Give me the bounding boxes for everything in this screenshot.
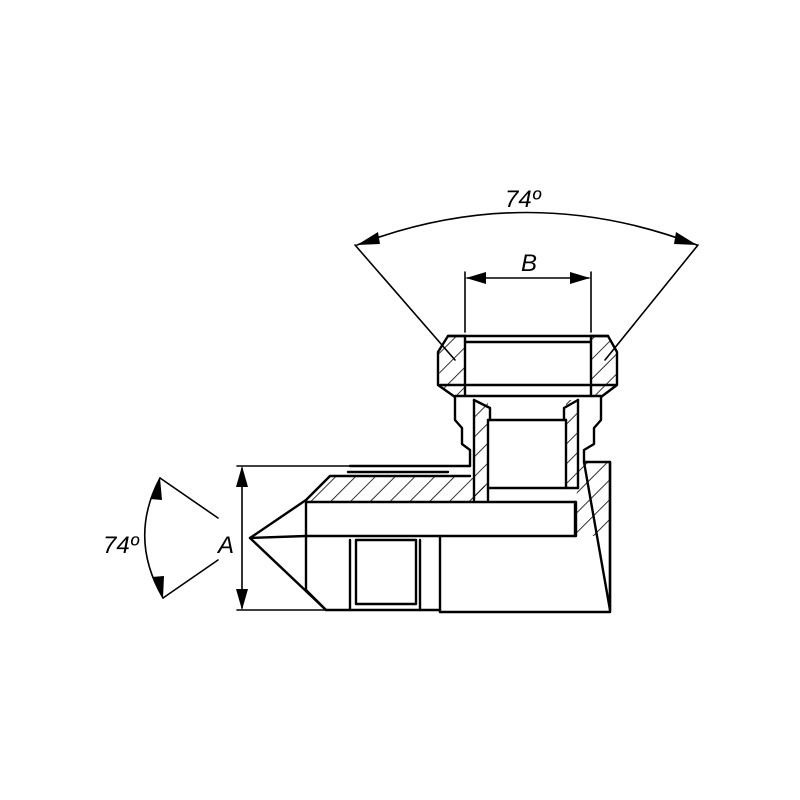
top-angle-arrow-right <box>674 232 697 245</box>
left-angle-arrow-top <box>150 478 162 500</box>
left-angle-extension-top <box>159 477 219 519</box>
left-angle-extension-bottom <box>162 559 219 599</box>
bore-label: B <box>521 250 537 277</box>
nut-hatch-right <box>591 336 617 396</box>
nut-hatch-left <box>438 336 465 396</box>
top-angle-label: 74º <box>505 186 542 213</box>
top-angle-extension-right <box>604 244 699 361</box>
male-thread-end <box>248 470 488 614</box>
diameter-dimension: A <box>216 465 351 611</box>
sleeve-cone-left <box>472 398 492 422</box>
elbow-body <box>304 460 612 614</box>
cone-upper <box>248 498 308 540</box>
sleeve-outer-right <box>582 395 603 464</box>
swivel-nut <box>436 334 619 399</box>
sleeve-outer-left <box>453 395 472 468</box>
top-angle-arc <box>356 211 698 246</box>
top-angle-dimension: 74º <box>354 186 699 361</box>
top-angle-extension-left <box>354 244 456 361</box>
thread-top-outline <box>304 474 472 502</box>
lower-thread-recess <box>354 538 418 606</box>
bore-dimension: B <box>464 250 592 333</box>
diameter-arrow-top <box>236 466 248 487</box>
left-angle-label: 74º <box>103 532 140 559</box>
lower-body-outline <box>304 534 442 612</box>
horizontal-bore <box>304 500 578 538</box>
thread-hatch-upper <box>306 476 488 502</box>
left-angle-arrow-bottom <box>152 576 164 598</box>
sleeve-hatch-right <box>566 400 578 488</box>
body-hatch-corner <box>575 462 610 536</box>
sleeve-cone-right <box>562 398 580 422</box>
diameter-label: A <box>216 532 234 559</box>
sleeve-hatch-left <box>474 400 488 500</box>
left-angle-dimension: 74º <box>103 477 219 599</box>
top-angle-arrow-left <box>357 232 380 245</box>
bore-arrow-right <box>570 272 590 284</box>
bore-arrow-left <box>466 272 486 284</box>
diameter-arrow-bottom <box>236 589 248 610</box>
